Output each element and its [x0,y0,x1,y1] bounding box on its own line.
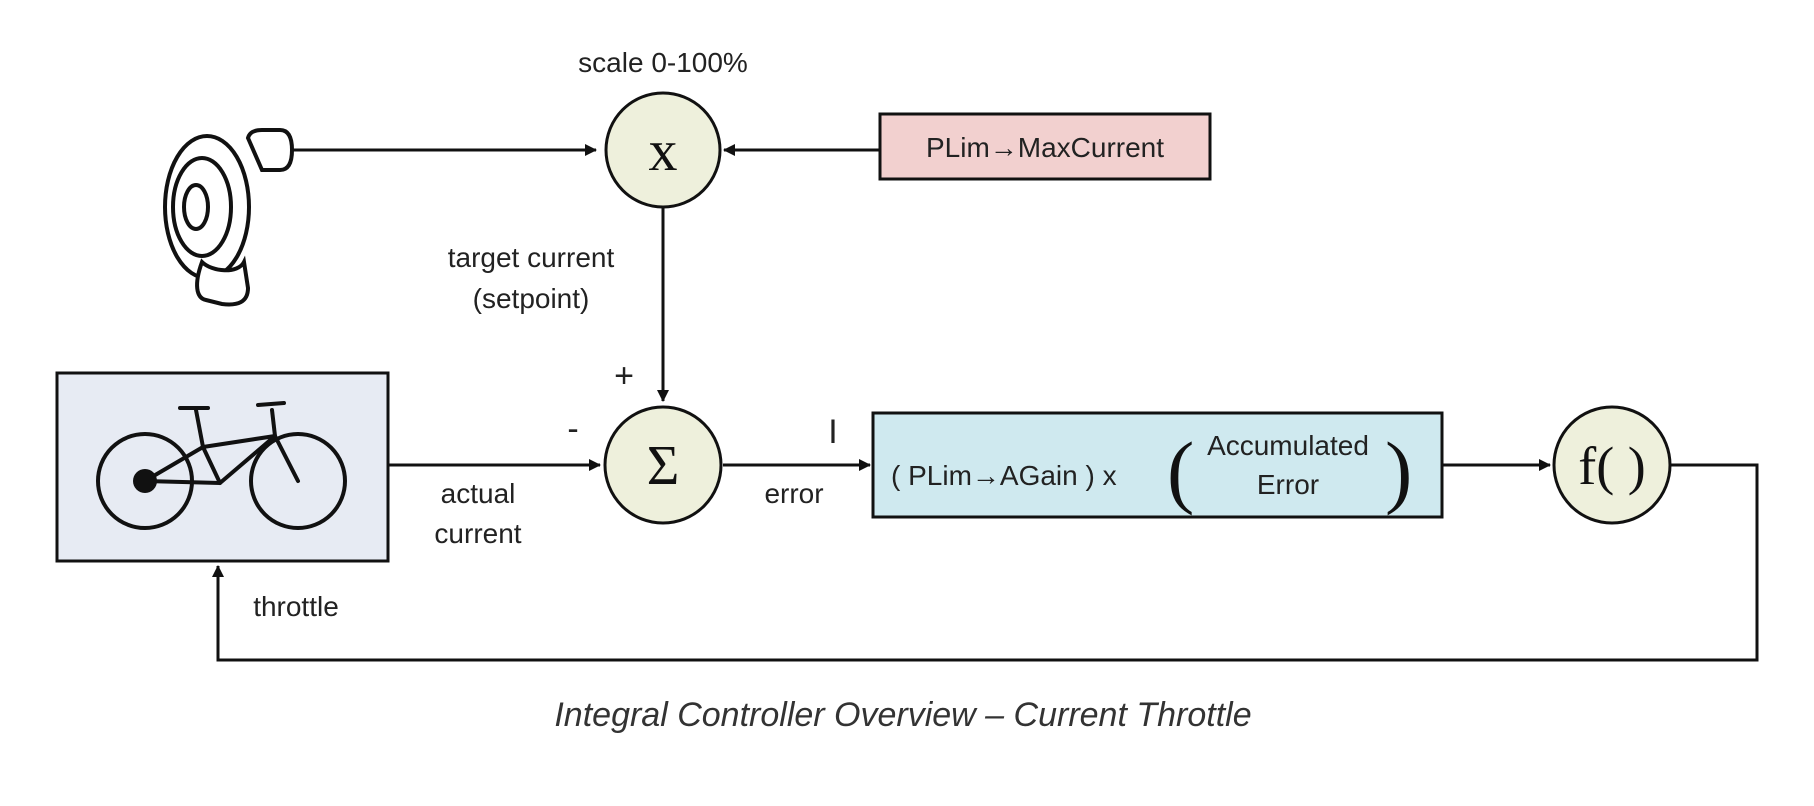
multiply-symbol: x [649,118,678,183]
right-paren: ) [1385,425,1412,516]
actual-label: actual [441,478,516,509]
current-label: current [434,518,521,549]
function-symbol: f( ) [1578,436,1645,496]
bicycle-icon [96,401,347,530]
integral-marker: I [828,413,837,451]
maxcurrent-label: PLim→MaxCurrent [926,132,1164,163]
error-label: Error [1257,469,1319,500]
minus-sign: - [567,410,578,448]
setpoint-label: (setpoint) [473,283,590,314]
target-current-label: target current [448,242,615,273]
multiply-node: x [604,91,722,209]
connectors [212,144,1759,662]
left-paren: ( [1167,425,1194,516]
throttle-label: throttle [253,591,339,622]
feedback-throttle-path [212,463,1759,662]
error-signal-label: error [764,478,823,509]
sum-node: Σ [603,405,723,525]
gain-text: ( PLim→AGain ) x [891,460,1117,491]
accumulated-label: Accumulated [1207,430,1369,461]
sum-symbol: Σ [647,435,680,497]
plus-sign: + [614,357,634,395]
figure-caption: Integral Controller Overview – Current T… [554,696,1251,734]
maxcurrent-box: PLim→MaxCurrent [878,112,1212,181]
throttle-grip-icon [163,128,295,307]
function-node: f( ) [1552,405,1672,525]
scale-label: scale 0-100% [578,47,748,78]
plant-box [55,371,390,563]
integrator-box: ( PLim→AGain ) x ( Accumulated Error ) [871,411,1444,519]
